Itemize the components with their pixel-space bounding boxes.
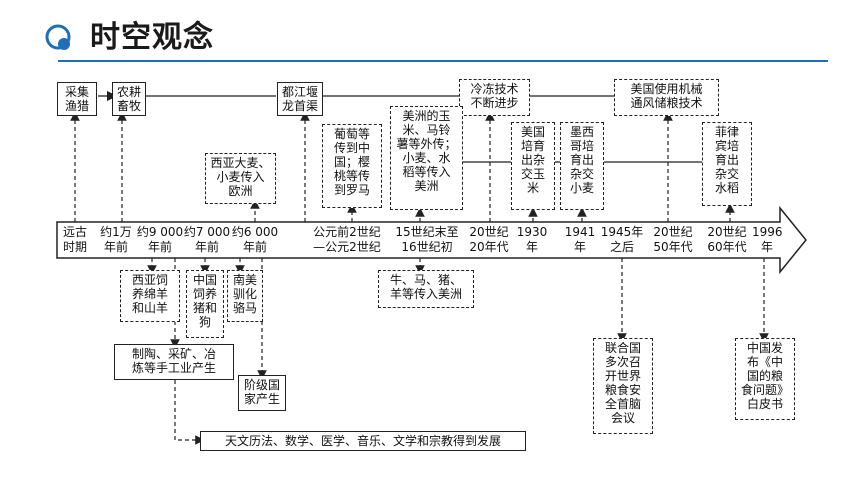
box-zhongguo-fabu: 中国发 布《中 国的粮 食问题》 白皮书 bbox=[735, 338, 795, 420]
timeline-label: 公元前2世纪 —公元2世纪 bbox=[313, 225, 381, 254]
timeline-label: 约6 000 年前 bbox=[231, 225, 279, 254]
box-lianheguo: 联合国 多次召 开世界 粮食安 全首脑 会议 bbox=[593, 338, 653, 434]
box-meizhou-yumi: 美洲的玉 米、马铃 薯等外传； 小麦、水 稻等传入 美洲 bbox=[390, 106, 463, 210]
box-zhitao: 制陶、采矿、冶 炼等手工业产生 bbox=[114, 344, 234, 380]
timeline-label: 1930 年 bbox=[516, 225, 548, 254]
timeline-label: 约9 000 年前 bbox=[136, 225, 184, 254]
timeline-label: 约7 000 年前 bbox=[183, 225, 231, 254]
box-lengdong: 冷冻技术 不断进步 bbox=[459, 79, 530, 116]
timeline-label: 约1万 年前 bbox=[100, 225, 132, 254]
timeline-label: 15世纪末至 16世纪初 bbox=[395, 225, 459, 254]
timeline-label: 1945年 之后 bbox=[600, 225, 644, 254]
timeline-label: 1996 年 bbox=[752, 225, 783, 254]
box-jieji: 阶级国 家产生 bbox=[238, 375, 286, 411]
box-xiya-damai: 西亚大麦、 小麦传入 欧洲 bbox=[205, 153, 276, 204]
header-divider bbox=[58, 60, 828, 62]
timeline-label: 1941 年 bbox=[564, 225, 596, 254]
box-xiya-siyang: 西亚饲 养绵羊 和山羊 bbox=[120, 270, 180, 322]
box-zhongguo-zhu: 中国 饲养 猪和 狗 bbox=[186, 270, 224, 338]
page-title: 时空观念 bbox=[90, 20, 214, 55]
timeline-arrow bbox=[56, 205, 807, 275]
timeline-label: 20世纪 50年代 bbox=[653, 225, 693, 254]
box-moxige: 墨西 哥培 育出 杂交 小麦 bbox=[560, 122, 604, 210]
box-feilvbin: 菲律 宾培 育出 杂交 水稻 bbox=[702, 122, 752, 206]
box-niu-ma: 牛、马、猪、 羊等传入美洲 bbox=[378, 270, 474, 308]
box-dujiangyan: 都江堰 龙首渠 bbox=[277, 82, 323, 116]
box-meiguo-jixie: 美国使用机械 通风储粮技术 bbox=[614, 79, 719, 116]
circle-icon bbox=[45, 24, 71, 50]
box-nanmei-luoma: 南美 驯化 骆马 bbox=[227, 270, 263, 322]
box-caiji: 采集 渔猎 bbox=[57, 82, 97, 116]
timeline-label: 20世纪 60年代 bbox=[707, 225, 747, 254]
box-meiguo-zajiao: 美国 培育 出杂 交玉 米 bbox=[511, 122, 555, 210]
timeline-label: 远古 时期 bbox=[62, 225, 87, 254]
box-putao: 葡萄等 传到中 国；樱 桃等传 到罗马 bbox=[322, 124, 382, 208]
box-tianwen: 天文历法、数学、医学、音乐、文学和宗教得到发展 bbox=[200, 431, 526, 451]
box-nonggeng: 农耕 畜牧 bbox=[112, 82, 146, 116]
timeline-label: 20世纪 20年代 bbox=[469, 225, 509, 254]
